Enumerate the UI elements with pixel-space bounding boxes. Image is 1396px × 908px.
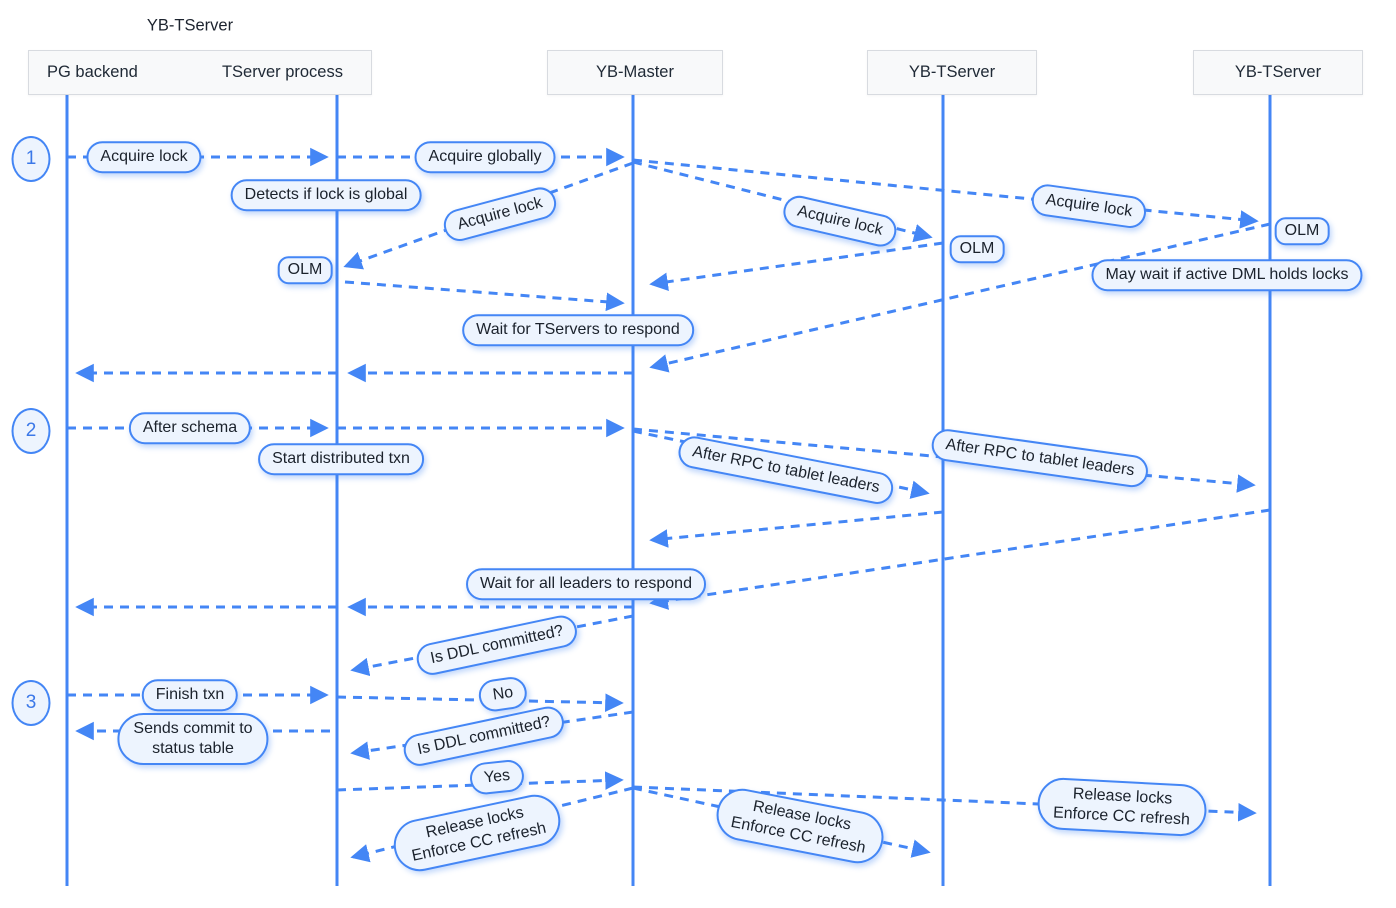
label-wait-for-tservers: Wait for TServers to respond: [462, 314, 694, 346]
arrow-leader-response-tserver2-to-master: [649, 508, 1271, 610]
participant-box-yb-master: YB-Master: [547, 50, 723, 95]
label-finish-txn: Finish txn: [141, 679, 239, 711]
label-release-locks-tserver2: Release locks Enforce CC refresh: [1036, 776, 1208, 838]
participant-yb-master: YB-Master: [596, 63, 674, 81]
label-olm-tserver2: OLM: [1274, 217, 1330, 245]
label-olm-tserver1: OLM: [949, 235, 1005, 263]
label-sends-commit-line2: status table: [152, 740, 234, 757]
step-circle-3: 3: [11, 680, 51, 726]
participant-tserver-process: TServer process: [221, 63, 343, 81]
arrow-leader-response-tserver1-to-master: [649, 510, 944, 548]
label-start-distributed-txn: Start distributed txn: [258, 443, 424, 475]
arrow-acquire-lock-master-to-tserver2: [632, 158, 1259, 229]
arrow-response-tserver2-to-master: [649, 222, 1271, 373]
label-may-wait-dml: May wait if active DML holds locks: [1091, 259, 1363, 291]
participant-box-yb-tserver-2: YB-TServer: [1193, 50, 1363, 95]
participant-yb-tserver-2: YB-TServer: [1234, 63, 1322, 81]
label-sends-commit: Sends commit to status table: [117, 713, 269, 765]
label-sends-commit-line1: Sends commit to: [133, 720, 253, 737]
label-olm-local: OLM: [277, 256, 333, 284]
participant-box-local-tserver: PG backend TServer process: [28, 50, 372, 95]
label-after-schema: After schema: [128, 412, 252, 444]
participant-pg-backend: PG backend: [47, 63, 138, 81]
arrow-acquire-lock-master-to-tserver1: [632, 160, 933, 243]
label-wait-for-all-leaders: Wait for all leaders to respond: [466, 568, 706, 600]
arrow-response-local-olm-to-master: [344, 280, 625, 312]
label-acquire-globally: Acquire globally: [414, 141, 556, 173]
step-circle-1: 1: [11, 136, 51, 182]
step-circle-2: 2: [11, 408, 51, 454]
label-acquire-lock-1: Acquire lock: [86, 141, 202, 173]
group-label-yb-tserver: YB-TServer: [146, 16, 234, 35]
label-detects-if-lock-is-global: Detects if lock is global: [230, 179, 422, 211]
participant-box-yb-tserver-1: YB-TServer: [867, 50, 1037, 95]
arrow-response-tserver1-to-master: [649, 241, 944, 292]
participant-yb-tserver-1: YB-TServer: [908, 63, 996, 81]
